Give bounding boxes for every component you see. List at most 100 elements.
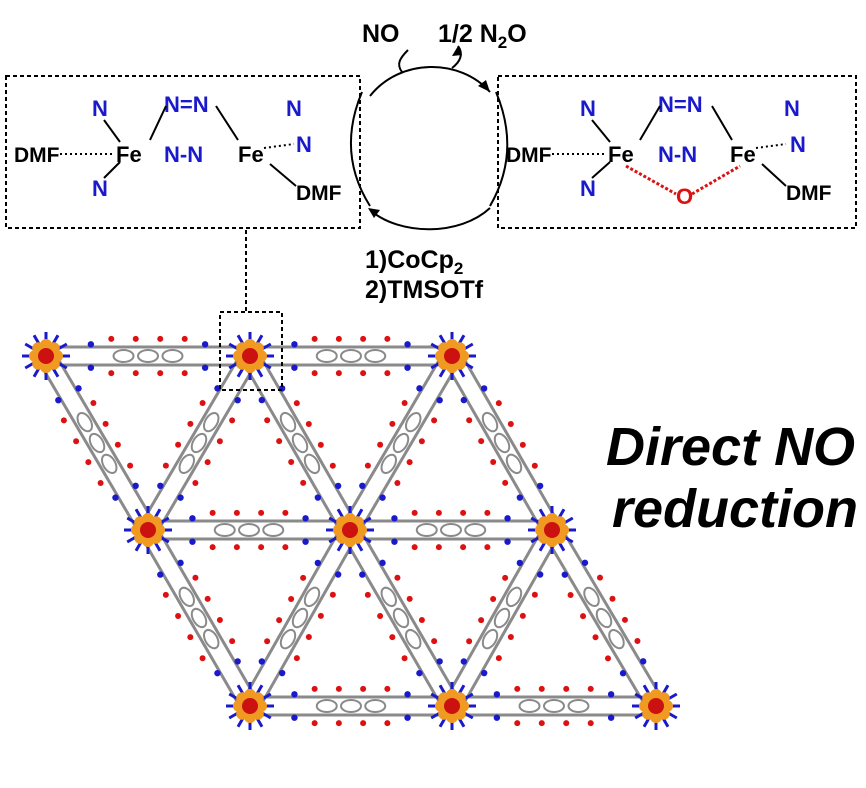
oxygen-atom <box>490 458 497 465</box>
mof-framework <box>22 332 680 730</box>
aromatic-ring <box>315 699 338 713</box>
oxygen-atom <box>384 335 391 342</box>
aromatic-ring <box>213 523 236 537</box>
linker-strand <box>256 350 360 527</box>
oxygen-atom <box>490 595 497 602</box>
oxygen-atom <box>276 438 283 445</box>
right-dmf-right: DMF <box>786 182 832 205</box>
oxygen-atom <box>300 574 307 581</box>
nitrogen-atom <box>201 341 209 348</box>
oxygen-atom <box>401 400 408 407</box>
nitrogen-atom <box>214 669 221 677</box>
node-core <box>38 348 54 364</box>
oxygen-atom <box>311 720 318 727</box>
right-bridging-oxygen: O <box>676 184 693 209</box>
oxygen-atom <box>108 335 115 342</box>
oxygen-atom <box>431 417 438 424</box>
oxygen-atom <box>460 544 467 551</box>
left-fe2: Fe <box>238 142 264 167</box>
oxygen-atom <box>73 438 80 445</box>
aromatic-ring <box>340 699 362 713</box>
oxygen-atom <box>495 400 502 407</box>
oxygen-atom <box>293 400 300 407</box>
oxygen-atom <box>216 438 223 445</box>
oxygen-atom <box>597 574 604 581</box>
aromatic-ring <box>238 523 260 537</box>
right-dmf: DMF <box>506 144 552 167</box>
oxygen-atom <box>300 479 307 486</box>
oxygen-atom <box>305 421 312 428</box>
left-bridge-top: N=N <box>164 92 209 117</box>
right-n-bottom: N <box>580 176 596 201</box>
nitrogen-atom <box>157 482 164 490</box>
nitrogen-atom <box>157 571 164 578</box>
oxygen-atom <box>175 613 182 620</box>
oxygen-atom <box>621 616 628 623</box>
aromatic-ring <box>190 607 208 629</box>
oxygen-atom <box>233 544 240 551</box>
oxygen-atom <box>335 335 342 342</box>
nitrogen-atom <box>404 364 411 371</box>
oxygen-atom <box>580 613 587 620</box>
oxygen-atom <box>377 613 384 620</box>
left-dmf-right: DMF <box>296 182 342 205</box>
aromatic-ring <box>440 523 462 537</box>
oxygen-atom <box>514 720 521 727</box>
aromatic-ring <box>464 523 487 537</box>
nitrogen-atom <box>639 658 647 665</box>
oxygen-atom <box>514 685 521 692</box>
oxygen-atom <box>587 720 594 727</box>
oxygen-atom <box>609 595 616 602</box>
oxygen-atom <box>389 634 396 641</box>
oxygen-atom <box>435 544 442 551</box>
nitrogen-atom <box>334 482 342 490</box>
nitrogen-atom <box>480 669 488 677</box>
oxygen-atom <box>204 459 211 466</box>
oxygen-atom <box>233 509 240 516</box>
oxygen-atom <box>199 655 206 662</box>
linker-strand <box>240 359 344 536</box>
left-bridge-bottom: N-N <box>164 142 203 167</box>
nitrogen-atom <box>132 482 139 490</box>
aromatic-ring <box>405 411 422 433</box>
nitrogen-atom <box>291 714 298 721</box>
oxygen-atom <box>108 370 115 377</box>
oxygen-atom <box>364 462 371 469</box>
oxygen-atom <box>377 441 384 448</box>
oxygen-atom <box>411 544 418 551</box>
reagent-no: NO <box>362 20 400 48</box>
oxygen-atom <box>592 634 599 641</box>
nitrogen-atom <box>201 364 209 371</box>
oxygen-atom <box>634 637 641 644</box>
oxygen-atom <box>293 655 300 662</box>
aromatic-ring <box>203 628 220 650</box>
nitrogen-atom <box>359 571 366 578</box>
oxygen-atom <box>563 720 570 727</box>
right-n-right: N <box>790 132 806 157</box>
aromatic-ring <box>595 607 613 629</box>
oxygen-atom <box>360 685 367 692</box>
oxygen-atom <box>288 458 295 465</box>
oxygen-atom <box>507 634 514 641</box>
selected-node-box <box>219 311 283 391</box>
node-core <box>342 522 358 538</box>
aromatic-ring <box>76 411 93 433</box>
nitrogen-atom <box>460 658 468 665</box>
nitrogen-atom <box>278 669 286 677</box>
oxygen-atom <box>157 335 164 342</box>
oxygen-atom <box>329 462 336 469</box>
oxygen-atom <box>495 655 502 662</box>
aromatic-ring <box>112 349 135 363</box>
oxygen-atom <box>418 616 425 623</box>
oxygen-atom <box>604 655 611 662</box>
linker-strand <box>340 533 446 712</box>
aromatic-ring <box>481 411 499 433</box>
aromatic-ring <box>583 586 600 608</box>
forward-arrow <box>369 66 491 97</box>
linker-strand <box>442 524 546 703</box>
oxygen-atom <box>364 591 371 598</box>
node-core <box>242 698 258 714</box>
aromatic-ring <box>405 628 422 650</box>
linker-strand <box>558 524 666 703</box>
aromatic-ring <box>190 432 208 454</box>
